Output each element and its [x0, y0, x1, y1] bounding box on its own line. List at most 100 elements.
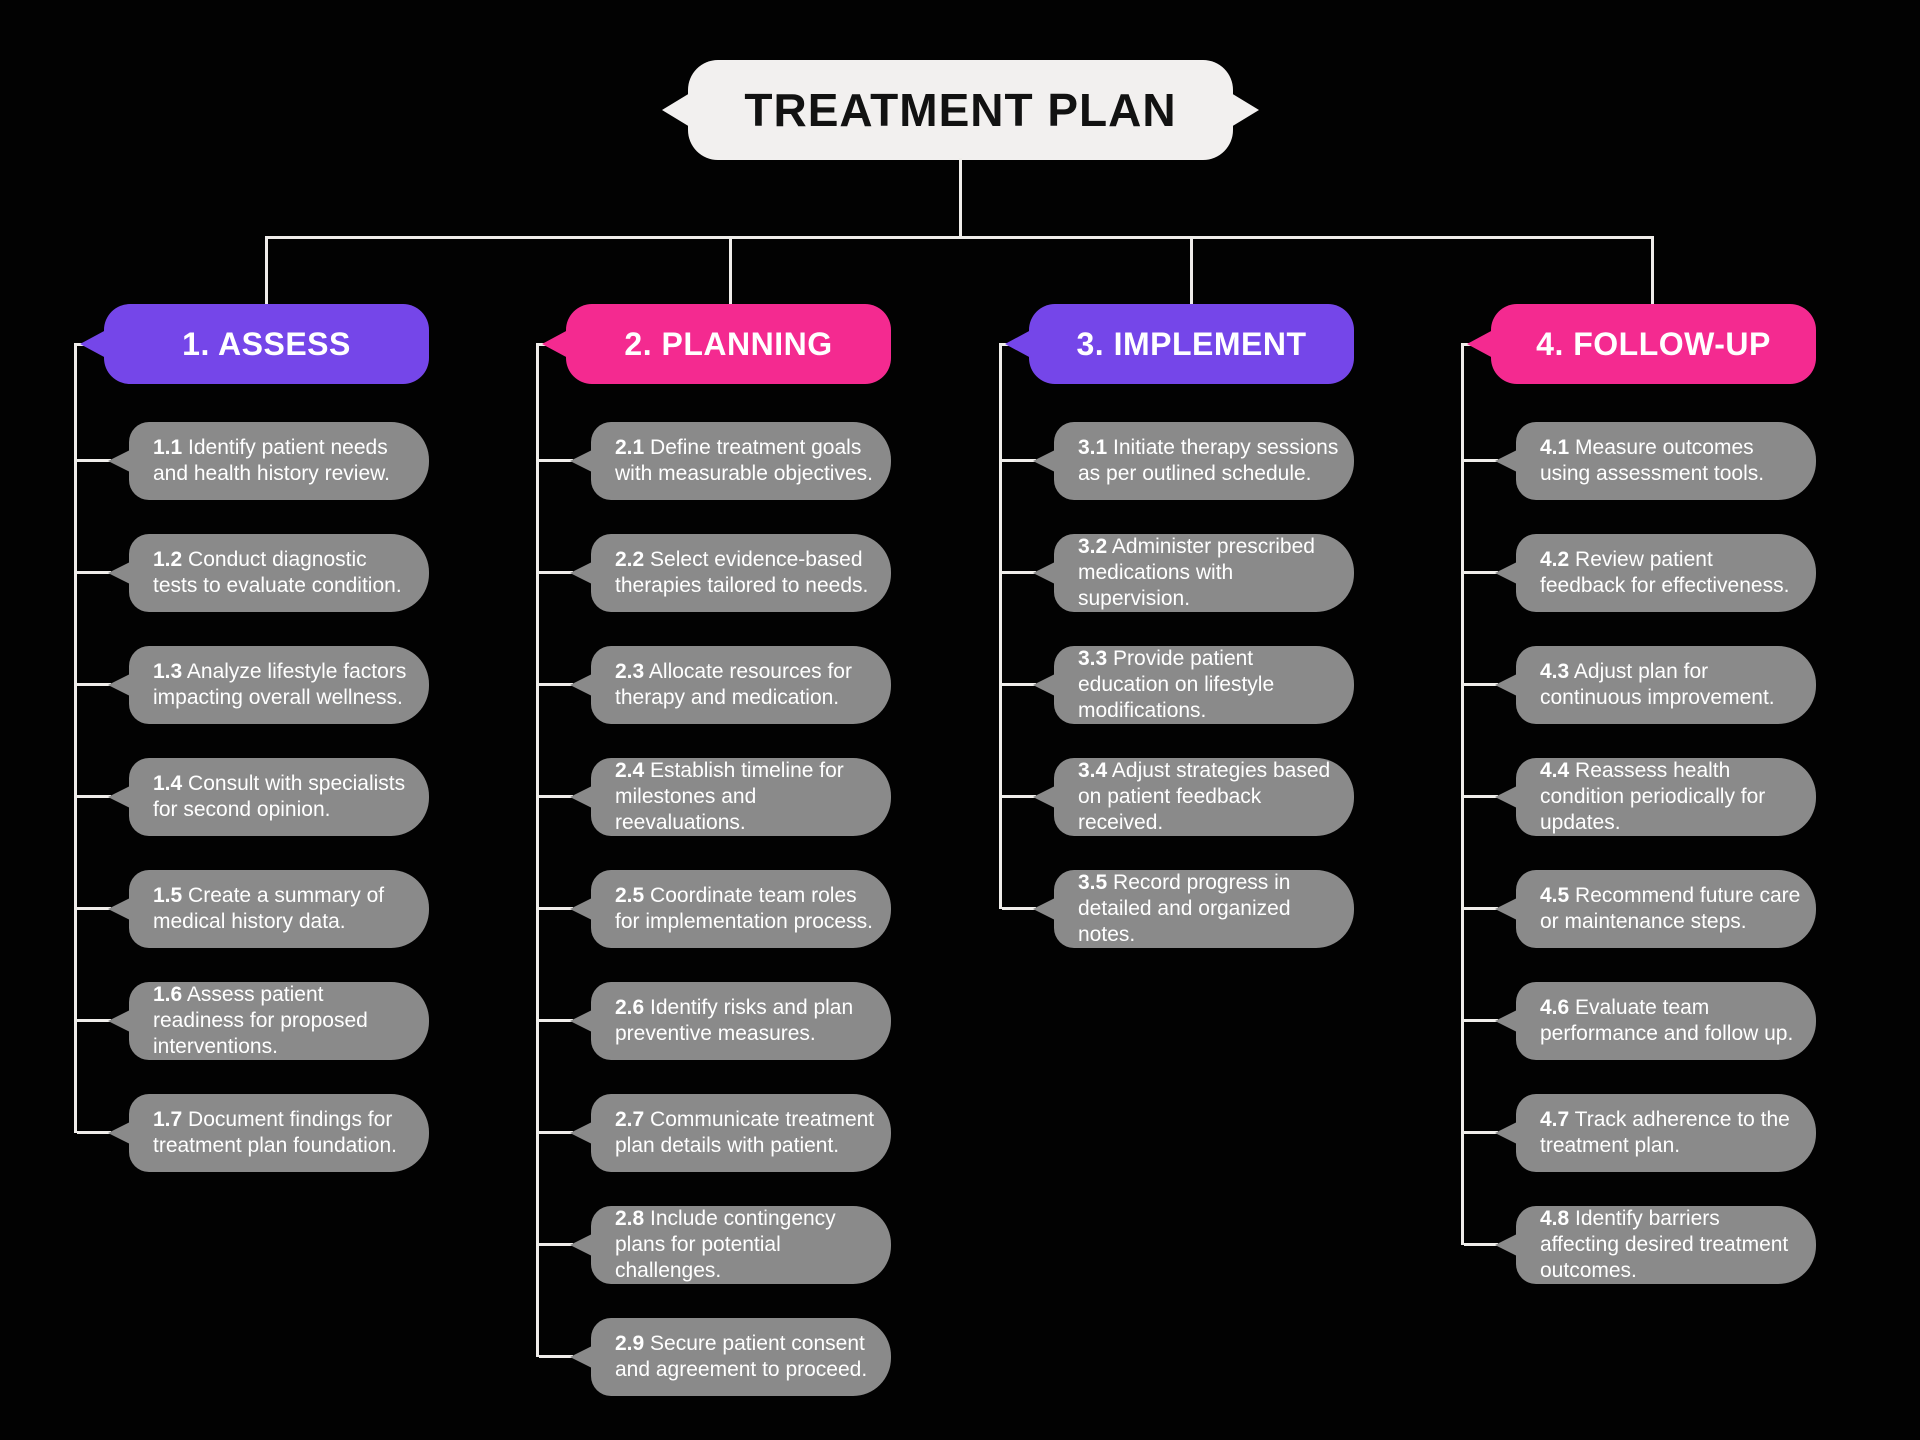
- step-text: Measure outcomes using assessment tools.: [1540, 435, 1765, 485]
- step-item: 4.1 Measure outcomes using assessment to…: [1464, 422, 1816, 500]
- step-number: 1.7: [153, 1107, 183, 1131]
- step-item: 1.1 Identify patient needs and health hi…: [77, 422, 429, 500]
- step-number: 1.5: [153, 883, 183, 907]
- step-item: 2.3 Allocate resources for therapy and m…: [539, 646, 891, 724]
- title-label: TREATMENT PLAN: [744, 84, 1177, 136]
- step-number: 4.1: [1540, 435, 1570, 459]
- spine-line: [74, 344, 77, 1133]
- step-text: Provide patient education on lifestyle m…: [1078, 646, 1275, 723]
- step-number: 2.1: [615, 435, 645, 459]
- step-number: 2.6: [615, 995, 645, 1019]
- step-text-block: 2.7 Communicate treatment plan details w…: [615, 1107, 877, 1160]
- step-text-block: 1.2 Conduct diagnostic tests to evaluate…: [153, 547, 415, 600]
- step-text-block: 4.3 Adjust plan for continuous improveme…: [1540, 659, 1802, 712]
- column-connector-line: [729, 236, 732, 308]
- bus-connector-line: [265, 236, 1654, 239]
- step-text-block: 1.1 Identify patient needs and health hi…: [153, 435, 415, 488]
- step-item: 1.4 Consult with specialists for second …: [77, 758, 429, 836]
- step-text: Communicate treatment plan details with …: [615, 1107, 875, 1157]
- step-number: 1.3: [153, 659, 183, 683]
- step-number: 3.2: [1078, 534, 1108, 558]
- step-item: 2.4 Establish timeline for milestones an…: [539, 758, 891, 836]
- step-item: 2.9 Secure patient consent and agreement…: [539, 1318, 891, 1396]
- step-text: Identify patient needs and health histor…: [153, 435, 390, 485]
- step-item: 4.5 Recommend future care or maintenance…: [1464, 870, 1816, 948]
- step-number: 4.4: [1540, 758, 1570, 782]
- step-text: Identify barriers affecting desired trea…: [1540, 1206, 1789, 1283]
- step-text-block: 3.5 Record progress in detailed and orga…: [1078, 870, 1340, 949]
- column-connector-line: [1190, 236, 1193, 308]
- step-text: Review patient feedback for effectivenes…: [1540, 547, 1790, 597]
- step-text: Include contingency plans for potential …: [615, 1206, 836, 1283]
- step-text: Create a summary of medical history data…: [153, 883, 385, 933]
- step-list: 3.1 Initiate therapy sessions as per out…: [1002, 422, 1389, 949]
- step-number: 2.8: [615, 1206, 645, 1230]
- step-text: Adjust strategies based on patient feedb…: [1078, 758, 1331, 835]
- step-text-block: 1.5 Create a summary of medical history …: [153, 883, 415, 936]
- step-item: 2.6 Identify risks and plan preventive m…: [539, 982, 891, 1060]
- step-text: Identify risks and plan preventive measu…: [615, 995, 854, 1045]
- step-text: Coordinate team roles for implementation…: [615, 883, 873, 933]
- step-text-block: 4.5 Recommend future care or maintenance…: [1540, 883, 1802, 936]
- step-item: 2.1 Define treatment goals with measurab…: [539, 422, 891, 500]
- step-item: 1.5 Create a summary of medical history …: [77, 870, 429, 948]
- step-text: Establish timeline for milestones and re…: [615, 758, 844, 835]
- step-text: Assess patient readiness for proposed in…: [153, 982, 368, 1059]
- step-text-block: 4.7 Track adherence to the treatment pla…: [1540, 1107, 1802, 1160]
- step-number: 2.4: [615, 758, 645, 782]
- step-number: 4.7: [1540, 1107, 1570, 1131]
- step-item: 2.2 Select evidence-based therapies tail…: [539, 534, 891, 612]
- step-text: Adjust plan for continuous improvement.: [1540, 659, 1775, 709]
- step-text-block: 2.1 Define treatment goals with measurab…: [615, 435, 877, 488]
- step-text: Initiate therapy sessions as per outline…: [1078, 435, 1339, 485]
- step-text: Recommend future care or maintenance ste…: [1540, 883, 1801, 933]
- step-item: 4.8 Identify barriers affecting desired …: [1464, 1206, 1816, 1284]
- step-item: 3.2 Administer prescribed medications wi…: [1002, 534, 1354, 613]
- treatment-column: 4. FOLLOW-UP 4.1 Measure outcomes using …: [1461, 304, 1851, 1284]
- step-number: 1.6: [153, 982, 183, 1006]
- step-text: Evaluate team performance and follow up.: [1540, 995, 1794, 1045]
- step-text-block: 2.2 Select evidence-based therapies tail…: [615, 547, 877, 600]
- step-text: Conduct diagnostic tests to evaluate con…: [153, 547, 402, 597]
- step-number: 4.5: [1540, 883, 1570, 907]
- step-text: Consult with specialists for second opin…: [153, 771, 406, 821]
- column-header: 3. IMPLEMENT: [999, 304, 1354, 384]
- step-item: 4.4 Reassess health condition periodical…: [1464, 758, 1816, 837]
- step-number: 3.4: [1078, 758, 1108, 782]
- step-number: 3.1: [1078, 435, 1108, 459]
- step-number: 1.4: [153, 771, 183, 795]
- spine-line: [536, 344, 539, 1357]
- title-node: TREATMENT PLAN: [662, 60, 1259, 160]
- column-header: 2. PLANNING: [536, 304, 891, 384]
- step-number: 2.3: [615, 659, 645, 683]
- step-text-block: 1.6 Assess patient readiness for propose…: [153, 982, 415, 1061]
- step-text: Analyze lifestyle factors impacting over…: [153, 659, 407, 709]
- step-text-block: 2.5 Coordinate team roles for implementa…: [615, 883, 877, 936]
- step-text: Administer prescribed medications with s…: [1078, 534, 1315, 611]
- step-number: 4.3: [1540, 659, 1570, 683]
- step-text-block: 3.4 Adjust strategies based on patient f…: [1078, 758, 1340, 837]
- step-text: Reassess health condition periodically f…: [1540, 758, 1766, 835]
- treatment-column: 1. ASSESS 1.1 Identify patient needs and…: [74, 304, 464, 1172]
- step-text-block: 3.2 Administer prescribed medications wi…: [1078, 534, 1340, 613]
- step-number: 2.2: [615, 547, 645, 571]
- step-number: 3.5: [1078, 870, 1108, 894]
- step-item: 4.3 Adjust plan for continuous improveme…: [1464, 646, 1816, 724]
- step-number: 2.7: [615, 1107, 645, 1131]
- step-text-block: 4.1 Measure outcomes using assessment to…: [1540, 435, 1802, 488]
- step-item: 3.5 Record progress in detailed and orga…: [1002, 870, 1354, 949]
- step-text-block: 2.3 Allocate resources for therapy and m…: [615, 659, 877, 712]
- step-text-block: 4.4 Reassess health condition periodical…: [1540, 758, 1802, 837]
- step-text: Document findings for treatment plan fou…: [153, 1107, 398, 1157]
- column-header: 1. ASSESS: [74, 304, 429, 384]
- step-number: 4.6: [1540, 995, 1570, 1019]
- treatment-column: 2. PLANNING 2.1 Define treatment goals w…: [536, 304, 926, 1396]
- step-item: 4.6 Evaluate team performance and follow…: [1464, 982, 1816, 1060]
- step-item: 1.6 Assess patient readiness for propose…: [77, 982, 429, 1061]
- spine-line: [1461, 344, 1464, 1245]
- step-text: Select evidence-based therapies tailored…: [615, 547, 869, 597]
- step-text-block: 3.1 Initiate therapy sessions as per out…: [1078, 435, 1340, 488]
- column-header-label: 4. FOLLOW-UP: [1536, 325, 1771, 362]
- column-header-label: 2. PLANNING: [624, 325, 833, 362]
